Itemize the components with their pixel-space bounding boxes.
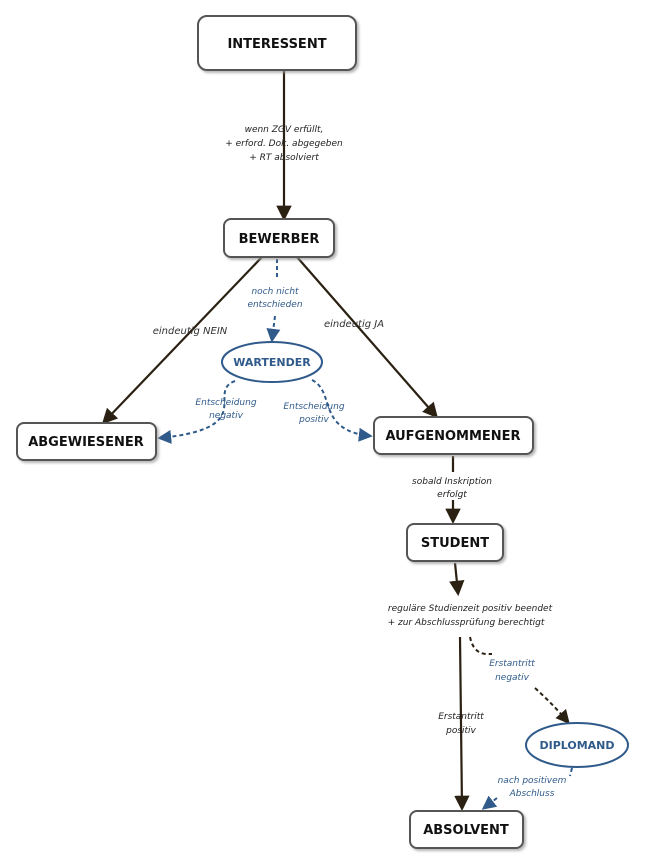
node-bewerber: BEWERBER [223, 218, 335, 258]
svg-text:WARTENDER: WARTENDER [233, 356, 311, 369]
node-abgewiesener: ABGEWIESENER [16, 422, 157, 461]
label-interessent-bewerber: wenn ZGV erfüllt, + erford. Dok. abgegeb… [225, 125, 343, 163]
label-entscheidung-positiv: Entscheidung positiv [283, 402, 344, 425]
svg-text:reguläre Studienzeit positiv b: reguläre Studienzeit positiv beendet [388, 604, 553, 614]
node-student: STUDENT [406, 523, 504, 562]
svg-text:ABSOLVENT: ABSOLVENT [423, 823, 509, 838]
svg-text:positiv: positiv [298, 415, 329, 425]
node-interessent: INTERESSENT [197, 15, 357, 71]
svg-text:AUFGENOMMENER: AUFGENOMMENER [385, 429, 520, 444]
label-eindeutig-nein: eindeutig NEIN [153, 326, 228, 337]
label-nach-positivem-abschluss: nach positivem Abschluss [498, 776, 567, 799]
svg-text:noch nicht: noch nicht [251, 287, 299, 297]
svg-text:positiv: positiv [445, 726, 476, 736]
svg-text:BEWERBER: BEWERBER [239, 232, 320, 247]
svg-text:negativ: negativ [495, 673, 529, 683]
svg-text:nach positivem: nach positivem [498, 776, 567, 786]
svg-text:Erstantritt: Erstantritt [438, 712, 484, 722]
svg-text:+ RT absolviert: + RT absolviert [249, 153, 319, 163]
svg-text:entschieden: entschieden [247, 300, 302, 310]
label-erstantritt-positiv: Erstantritt positiv [438, 712, 484, 736]
node-wartender: WARTENDER [221, 341, 323, 383]
edge-bewerber-abgewiesener [101, 256, 263, 425]
svg-text:Entscheidung: Entscheidung [195, 398, 256, 408]
svg-text:sobald Inskription: sobald Inskription [412, 477, 492, 487]
label-sobald-inskription: sobald Inskription erfolgt [412, 477, 492, 500]
node-absolvent: ABSOLVENT [409, 810, 524, 849]
label-erstantritt-negativ: Erstantritt negativ [489, 659, 535, 683]
svg-text:DIPLOMAND: DIPLOMAND [539, 739, 614, 752]
svg-text:Erstantritt: Erstantritt [489, 659, 535, 669]
edge-erstantritt-positiv [454, 636, 470, 812]
edge-bewerber-wartender [272, 259, 277, 340]
svg-text:STUDENT: STUDENT [421, 536, 489, 551]
svg-text:wenn ZGV erfüllt,: wenn ZGV erfüllt, [245, 125, 324, 135]
label-noch-nicht-entschieden: noch nicht entschieden [247, 287, 302, 310]
svg-text:INTERESSENT: INTERESSENT [227, 37, 326, 52]
node-aufgenommener: AUFGENOMMENER [373, 416, 534, 455]
edge-erstantritt-negativ [469, 636, 568, 722]
edge-diplomand-absolvent [484, 767, 573, 808]
edge-wartender-abgewiesener [157, 380, 236, 444]
node-diplomand: DIPLOMAND [525, 722, 629, 768]
label-eindeutig-ja: eindeutig JA [324, 319, 384, 330]
label-entscheidung-negativ: Entscheidung negativ [195, 398, 256, 421]
edge-student-criteria [449, 562, 465, 597]
svg-text:+ erford. Dok. abgegeben: + erford. Dok. abgegeben [225, 139, 343, 149]
svg-text:Entscheidung: Entscheidung [283, 402, 344, 412]
svg-text:ABGEWIESENER: ABGEWIESENER [28, 435, 144, 450]
svg-text:negativ: negativ [209, 411, 243, 421]
svg-text:Abschluss: Abschluss [509, 789, 555, 799]
edge-wartender-aufgenommener [311, 379, 373, 442]
svg-text:erfolgt: erfolgt [437, 490, 467, 500]
edge-bewerber-aufgenommener [296, 256, 439, 419]
svg-text:+ zur Abschlussprüfung berecht: + zur Abschlussprüfung berechtigt [388, 618, 545, 628]
label-regulaere-studienzeit: reguläre Studienzeit positiv beendet + z… [388, 604, 553, 628]
